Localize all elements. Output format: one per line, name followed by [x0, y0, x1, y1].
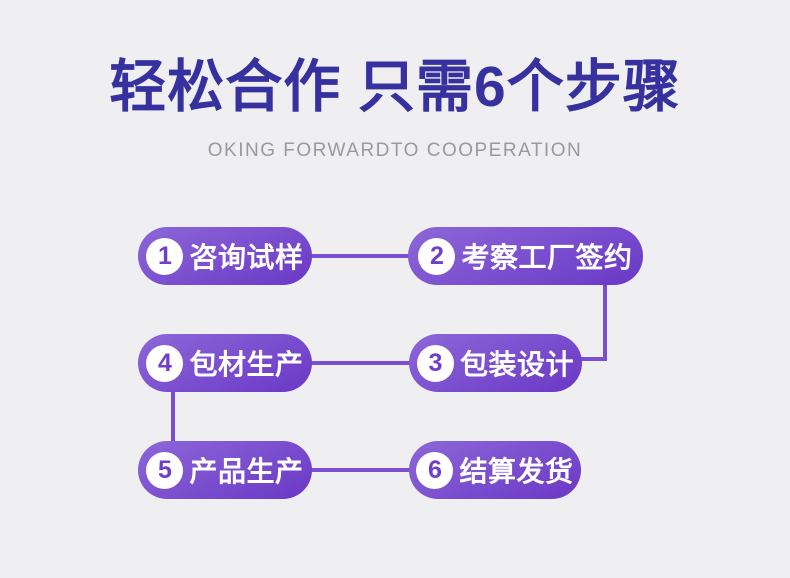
step-pill-5: 5 产品生产 [138, 441, 312, 499]
step-pill-3: 3 包装设计 [409, 334, 582, 392]
step-pill-6: 6 结算发货 [409, 441, 581, 499]
connector-step4-step5-vertical [171, 388, 175, 444]
step-label: 包材生产 [189, 349, 304, 380]
step-label: 考察工厂签约 [461, 242, 633, 273]
step-pill-2: 2 考察工厂签约 [408, 227, 643, 285]
step-pill-1: 1 咨询试样 [138, 227, 312, 285]
connector-step5-step6 [308, 468, 412, 472]
step-label: 咨询试样 [189, 242, 304, 273]
step-number-badge: 5 [146, 451, 184, 489]
connector-step1-step2 [308, 254, 412, 258]
step-label: 包装设计 [459, 349, 574, 380]
connector-step2-step3-vertical [603, 278, 607, 361]
page-title: 轻松合作 只需6个步骤 [109, 55, 681, 119]
step-number-badge: 1 [146, 237, 184, 275]
page-subtitle: OKING FORWARDTO COOPERATION [207, 140, 583, 161]
step-number-badge: 2 [418, 237, 456, 275]
step-number-badge: 6 [416, 451, 454, 489]
step-number-badge: 3 [416, 344, 454, 382]
step-label: 产品生产 [189, 456, 304, 487]
step-number-badge: 4 [146, 344, 184, 382]
connector-step2-step3-elbow [577, 357, 607, 361]
step-label: 结算发货 [459, 456, 574, 487]
connector-step3-step4 [308, 361, 412, 365]
step-pill-4: 4 包材生产 [138, 334, 312, 392]
